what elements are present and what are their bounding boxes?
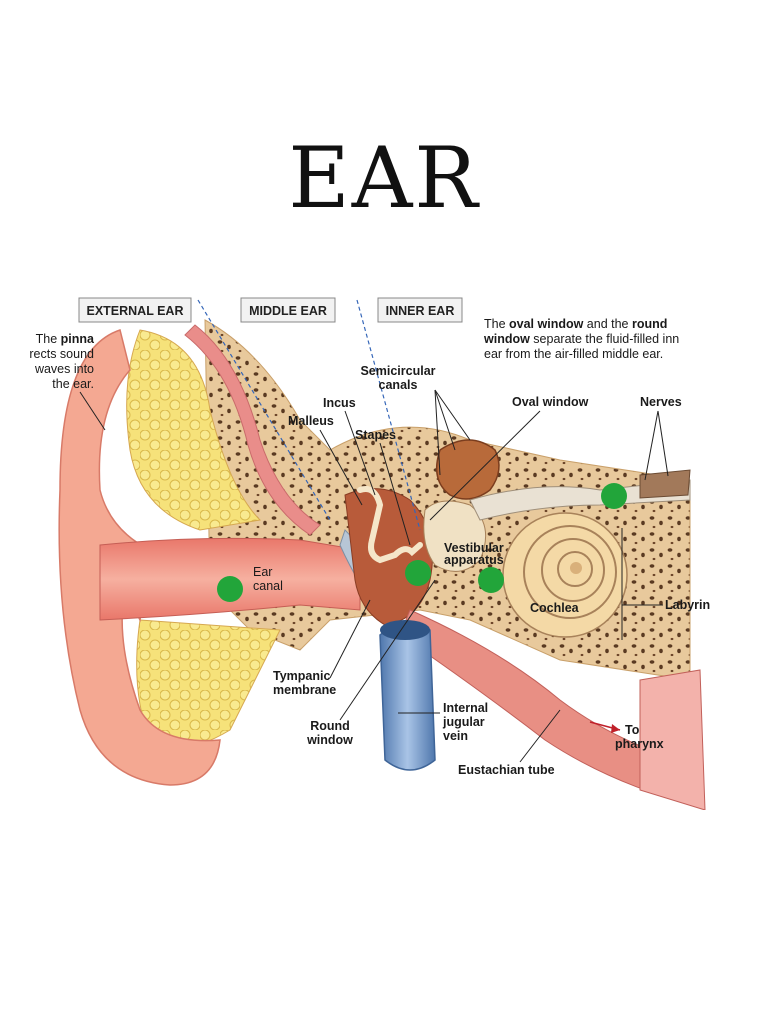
ear-canal-label-2: canal — [253, 579, 283, 593]
ear-canal-label-1: Ear — [253, 565, 272, 579]
page-title: EAR — [288, 129, 480, 227]
pinna-line-1: The pinna — [36, 332, 95, 346]
vestibular-body — [423, 500, 487, 572]
note-line-1: The oval window and the round — [484, 317, 667, 331]
note-line-3: ear from the air-filled middle ear. — [484, 347, 663, 361]
incus-leader — [344, 410, 376, 496]
middle-ear-header: MIDDLE EAR — [249, 304, 327, 318]
nerve-bundle — [469, 479, 691, 521]
external-ear-header: EXTERNAL EAR — [86, 304, 183, 318]
ear-anatomy-illustration: EXTERNAL EAR MIDDLE EAR INNER EAR The ov… — [29, 297, 710, 810]
jugular-label-1: Internal — [443, 701, 488, 715]
inner-ear-header: INNER EAR — [386, 304, 455, 318]
round-window-label-1: Round — [310, 719, 350, 733]
semicircular-leader-1 — [434, 389, 456, 451]
eustachian-leader — [519, 709, 561, 763]
cochlea-shape — [502, 512, 628, 638]
semicircular-canals-label-2: canals — [379, 378, 418, 392]
inner-ear-header-box — [377, 297, 463, 323]
pharynx-label-1: To — [625, 723, 640, 737]
vein-opening — [380, 620, 430, 640]
vestibular-label-1: Vestibular — [444, 541, 504, 555]
jugular-label-3: vein — [443, 729, 468, 743]
semicircular-leader-2 — [434, 389, 471, 441]
internal-jugular-vein-shape — [379, 622, 436, 771]
semicircular-leader-3 — [434, 389, 441, 476]
middle-ear-header-box — [240, 297, 336, 323]
semicircular-canals-label-1: Semicircular — [360, 364, 435, 378]
nerves-marker[interactable] — [601, 483, 627, 509]
malleus-leader — [319, 429, 363, 506]
incus-label: Incus — [323, 396, 356, 410]
pharynx-opening — [639, 669, 706, 810]
external-ear-header-box — [78, 297, 192, 323]
cochlea-label: Cochlea — [530, 601, 580, 615]
pinna-line-4: the ear. — [52, 377, 94, 391]
semicircular-canals-shape — [435, 439, 500, 500]
middle-inner-divider — [356, 299, 421, 531]
external-middle-divider — [197, 299, 331, 521]
malleus-label: Malleus — [288, 414, 334, 428]
pinna-line-3: waves into — [34, 362, 94, 376]
round-window-leader — [339, 579, 436, 721]
stapes-leader — [379, 442, 411, 546]
ear-canal-marker[interactable] — [217, 576, 243, 602]
tympanic-label-1: Tympanic — [273, 669, 330, 683]
oval-window-label: Oval window — [512, 395, 589, 409]
upper-fat-tissue — [126, 329, 262, 531]
eustachian-label: Eustachian tube — [458, 763, 555, 777]
tympanic-leader — [329, 599, 371, 679]
vestibular-marker[interactable] — [478, 567, 504, 593]
pharynx-arrowhead — [611, 724, 620, 733]
pinna-line-2: rects sound — [29, 347, 94, 361]
ear-diagram: EXTERNAL EAR MIDDLE EAR INNER EAR The ov… — [0, 290, 768, 810]
vestibular-label-2: apparatus — [444, 553, 504, 567]
nerve-end — [639, 469, 691, 499]
round-window-label-2: window — [306, 733, 353, 747]
pinna-leader — [79, 391, 106, 431]
note-line-2: window separate the fluid-filled inn — [483, 332, 679, 346]
nerves-leader-2 — [657, 410, 669, 477]
labyrinth-label: Labyrin — [665, 598, 710, 612]
middle-ear-marker[interactable] — [405, 560, 431, 586]
pharynx-label-2: pharynx — [615, 737, 664, 751]
jugular-label-2: jugular — [442, 715, 485, 729]
oval-window-leader — [429, 410, 541, 521]
tympanic-label-2: membrane — [273, 683, 336, 697]
skin-layer — [184, 324, 321, 536]
nerves-leader-1 — [644, 410, 659, 481]
stapes-label: Stapes — [355, 428, 396, 442]
nerves-label: Nerves — [640, 395, 682, 409]
